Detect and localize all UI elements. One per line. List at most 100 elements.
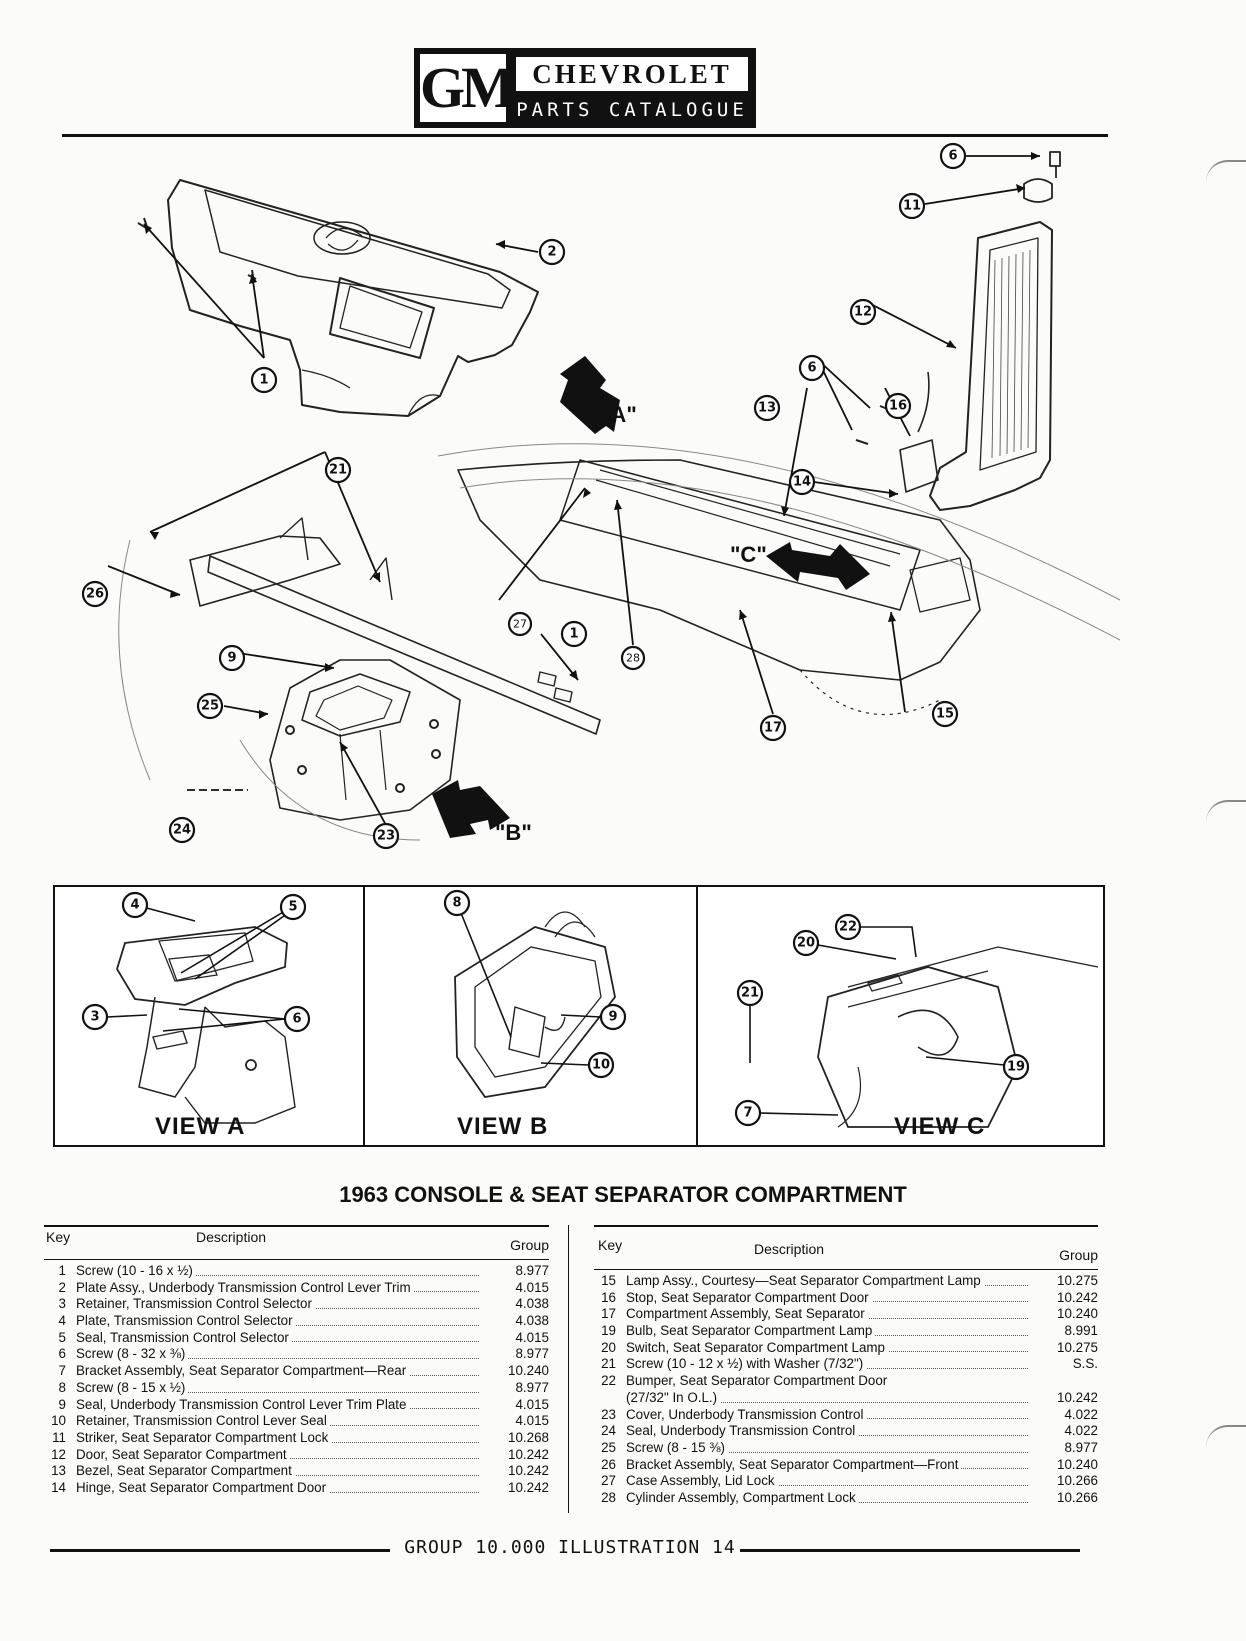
- svg-text:28: 28: [626, 652, 640, 665]
- view-b-drawing: 8 9 10: [443, 889, 627, 1098]
- row-description: Seal, Underbody Transmission Control Lev…: [76, 1396, 479, 1414]
- svg-text:6: 6: [948, 149, 957, 164]
- row-description: Cover, Underbody Transmission Control: [626, 1406, 1028, 1424]
- svg-text:10: 10: [592, 1058, 610, 1073]
- row-description: Bracket Assembly, Seat Separator Compart…: [76, 1363, 479, 1380]
- row-description: Screw (10 - 12 x ½) with Washer (7/32"): [626, 1356, 1028, 1373]
- view-c-callout-7: 7: [734, 1099, 762, 1127]
- row-group: 8.977: [515, 1263, 549, 1278]
- callout-12: 12: [849, 298, 877, 326]
- view-b-callout-10: 10: [587, 1051, 615, 1079]
- svg-text:22: 22: [839, 920, 857, 935]
- svg-text:26: 26: [86, 587, 104, 602]
- row-description: Switch, Seat Separator Compartment Lamp: [626, 1339, 1028, 1357]
- row-group: 10.242: [508, 1463, 549, 1479]
- view-c-drawing: 22 20 21 19 7: [734, 913, 1099, 1128]
- row-description: Screw (8 - 32 x ⅜): [76, 1346, 479, 1363]
- svg-text:25: 25: [201, 699, 219, 714]
- row-description: Stop, Seat Separator Compartment Door: [626, 1289, 1028, 1307]
- row-key: 1: [58, 1263, 66, 1278]
- row-key: 21: [601, 1356, 616, 1372]
- row-key: 26: [601, 1456, 616, 1472]
- row-description: Plate, Transmission Control Selector: [76, 1313, 479, 1330]
- callout-16: 16: [884, 392, 912, 420]
- view-b: 8 9 10 VIEW B: [365, 887, 696, 1145]
- page-edge-mark: [1206, 1425, 1246, 1447]
- exploded-parts-diagram: "A" "B" "C" 1 2 6 11 12 13 6 16 14 21 26…: [81, 142, 1120, 850]
- row-key: 27: [601, 1473, 616, 1489]
- row-key: 7: [58, 1363, 66, 1379]
- svg-text:4: 4: [130, 898, 139, 913]
- svg-text:1: 1: [569, 627, 578, 642]
- view-divider: [696, 887, 698, 1145]
- row-group: 10.242: [1057, 1389, 1098, 1405]
- svg-text:17: 17: [764, 721, 782, 736]
- row-description: Lamp Assy., Courtesy—Seat Separator Comp…: [626, 1273, 1028, 1290]
- row-group: 10.275: [1057, 1339, 1098, 1355]
- callout-11: 11: [898, 192, 926, 220]
- row-description: Retainer, Transmission Control Selector: [76, 1296, 479, 1313]
- header-rule: [62, 134, 1108, 137]
- row-group: 4.015: [515, 1279, 549, 1295]
- row-description: Screw (8 - 15 ⅜): [626, 1439, 1028, 1457]
- row-key: 15: [601, 1273, 616, 1288]
- view-c-callout-22: 22: [834, 913, 862, 941]
- view-b-callout-8: 8: [443, 889, 471, 917]
- svg-text:21: 21: [741, 986, 759, 1001]
- svg-text:7: 7: [743, 1106, 752, 1121]
- row-description: (27/32" In O.L.): [626, 1389, 1028, 1407]
- footer-rule-right: [740, 1549, 1080, 1552]
- svg-text:1: 1: [259, 373, 268, 388]
- row-key: 10: [51, 1413, 66, 1429]
- svg-text:15: 15: [936, 707, 954, 722]
- row-group: 4.015: [515, 1413, 549, 1429]
- svg-text:9: 9: [227, 651, 236, 666]
- svg-text:2: 2: [547, 245, 556, 260]
- svg-text:11: 11: [903, 199, 921, 214]
- svg-text:3: 3: [90, 1010, 99, 1025]
- row-group: 4.038: [515, 1313, 549, 1329]
- svg-text:5: 5: [288, 900, 297, 915]
- row-key: 11: [52, 1429, 66, 1445]
- row-group: 10.266: [1057, 1489, 1098, 1505]
- page-edge-mark: [1206, 800, 1246, 822]
- view-a-drawing: 4 5 3 6: [81, 891, 311, 1124]
- view-c-callout-20: 20: [792, 929, 820, 957]
- row-key: 19: [601, 1323, 616, 1339]
- view-a: 4 5 3 6 VIEW A: [55, 887, 363, 1145]
- callout-1-top: 1: [250, 366, 278, 394]
- header-group: Group: [510, 1237, 549, 1253]
- row-key: 4: [58, 1313, 66, 1329]
- page-title: 1963 CONSOLE & SEAT SEPARATOR COMPARTMEN…: [339, 1182, 907, 1207]
- row-key: 14: [51, 1479, 66, 1495]
- table-row: 15 Lamp Assy., Courtesy—Seat Separator Co…: [594, 1273, 1098, 1290]
- row-description: Bracket Assembly, Seat Separator Compart…: [626, 1456, 1028, 1474]
- svg-text:16: 16: [889, 399, 907, 414]
- row-group: 10.242: [508, 1446, 549, 1462]
- callout-27: 27: [507, 611, 533, 637]
- row-key: 20: [601, 1339, 616, 1355]
- svg-text:19: 19: [1007, 1060, 1025, 1075]
- row-key: 28: [601, 1489, 616, 1505]
- row-group: 4.015: [515, 1396, 549, 1412]
- row-key: 5: [58, 1329, 66, 1345]
- header-group: Group: [1059, 1247, 1098, 1263]
- header-description: Description: [196, 1229, 267, 1245]
- row-key: 8: [58, 1379, 66, 1395]
- table-top-rule: [44, 1225, 549, 1227]
- callout-28: 28: [620, 645, 646, 671]
- row-description: Seal, Transmission Control Selector: [76, 1329, 479, 1347]
- row-key: 3: [58, 1296, 66, 1312]
- callout-2: 2: [538, 238, 566, 266]
- svg-text:6: 6: [807, 361, 816, 376]
- header-key: Key: [46, 1229, 71, 1245]
- catalogue-subtitle: PARTS CATALOGUE: [516, 99, 748, 121]
